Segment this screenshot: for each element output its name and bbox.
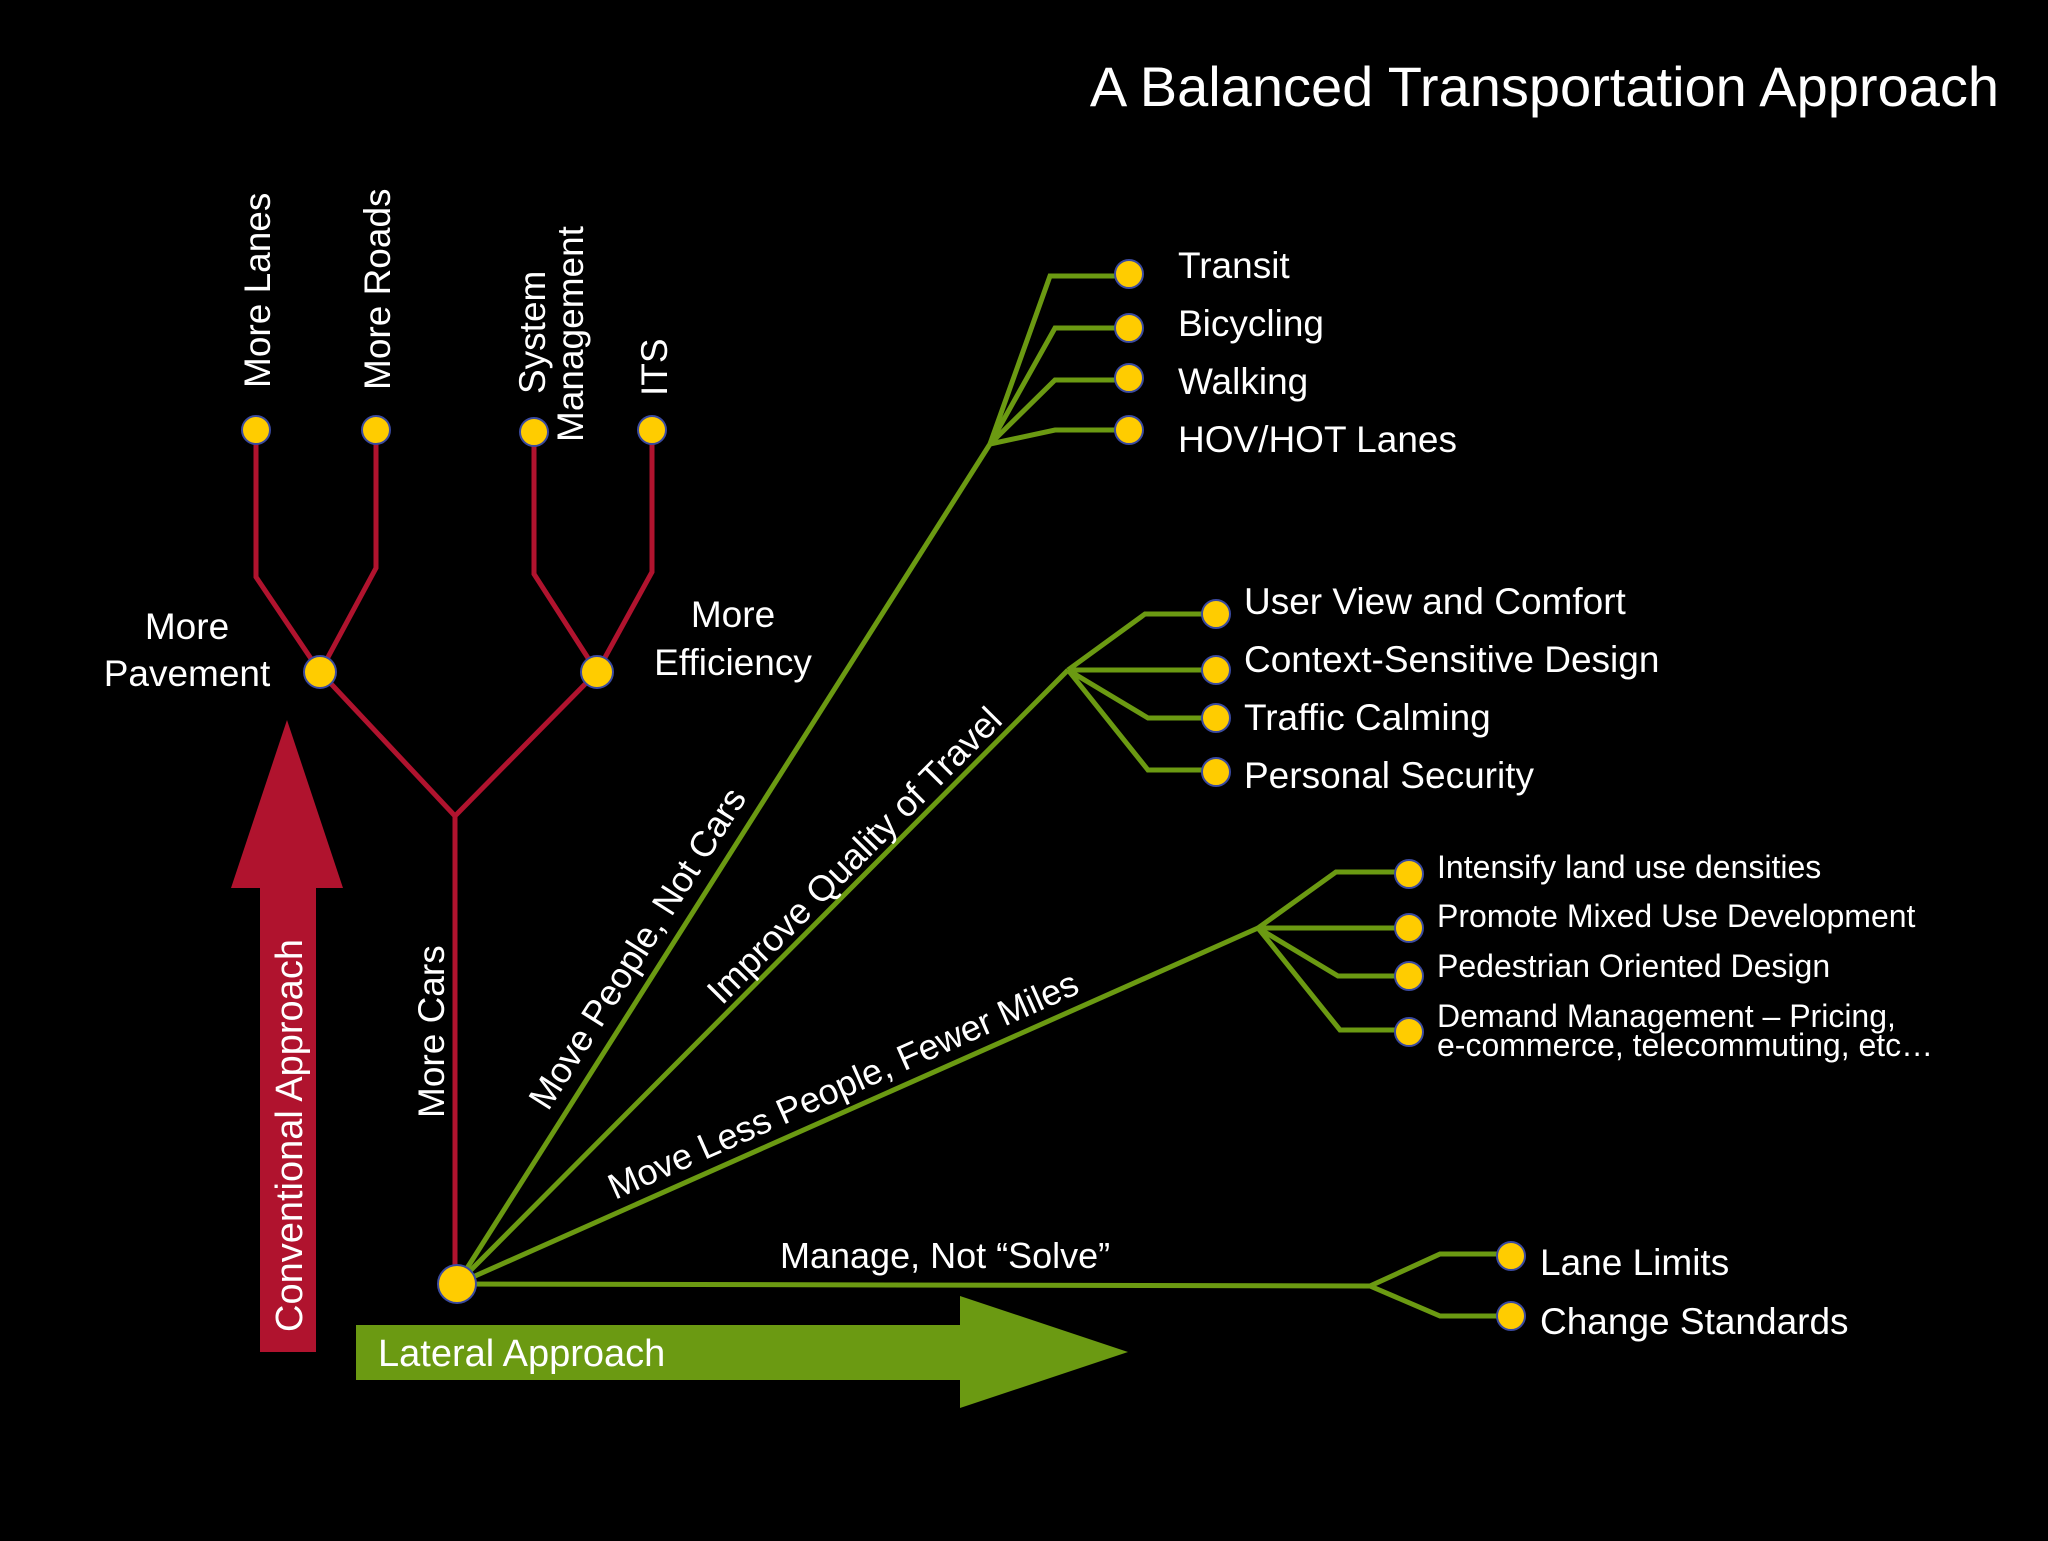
more-roads-branch (317, 430, 379, 674)
more-efficiency-label-line1: More (691, 594, 775, 635)
more-roads-node (361, 415, 391, 445)
traffic-calming-label: Traffic Calming (1244, 697, 1491, 738)
more-lanes-node (241, 415, 271, 445)
demand-management-node (1394, 1017, 1424, 1047)
bicycling-node (1114, 313, 1144, 343)
conventional-arrow (231, 720, 343, 1352)
mixed-use-node (1394, 913, 1424, 943)
demand-management-label: Demand Management – Pricing, (1437, 998, 1896, 1034)
move-less-branch-label: Move Less People, Fewer Miles (602, 962, 1085, 1207)
conventional-tree (253, 430, 655, 1282)
its-label: ITS (634, 338, 675, 396)
more-roads-label: More Roads (357, 188, 398, 390)
change-standards-label: Change Standards (1540, 1301, 1849, 1342)
pavement-branch (318, 670, 457, 818)
mixed-use-label: Promote Mixed Use Development (1437, 898, 1916, 934)
demand-management-label-line2: e-commerce, telecommuting, etc… (1437, 1027, 1933, 1063)
context-sensitive-label: Context-Sensitive Design (1244, 639, 1659, 680)
more-lanes-label: More Lanes (237, 193, 278, 388)
hov-hot-lanes-node (1114, 415, 1144, 445)
lane-limits-label: Lane Limits (1540, 1242, 1729, 1283)
efficiency-branch (453, 670, 599, 818)
hov-hot-lanes-label: HOV/HOT Lanes (1178, 419, 1457, 460)
move-people-branch-label: Move People, Not Cars (520, 780, 754, 1116)
move-less-branch-line (455, 925, 1260, 1287)
system-label: System (512, 271, 553, 394)
user-view-node (1201, 599, 1231, 629)
more-cars-label: More Cars (411, 945, 452, 1118)
user-view-label: User View and Comfort (1244, 581, 1627, 622)
traffic-calming-node (1201, 703, 1231, 733)
pedestrian-design-node (1394, 961, 1424, 991)
quality-travel-branch-line (455, 668, 1070, 1286)
more-pavement-label-line1: More (145, 606, 229, 647)
management-label: Management (550, 225, 591, 442)
personal-security-label: Personal Security (1244, 755, 1534, 796)
intensify-land-use-node (1394, 859, 1424, 889)
system-management-node (519, 417, 549, 447)
bicycling-label: Bicycling (1178, 303, 1324, 344)
system-management-branch (531, 432, 600, 674)
lateral-tree (454, 273, 1510, 1319)
personal-security-node (1201, 757, 1231, 787)
intensify-land-use-label: Intensify land use densities (1437, 849, 1821, 885)
context-sensitive-node (1201, 655, 1231, 685)
conventional-approach-label: Conventional Approach (269, 939, 311, 1332)
its-node (637, 415, 667, 445)
more-efficiency-label-line2: Efficiency (654, 642, 812, 683)
manage-branch-line (456, 1281, 1371, 1289)
its-branch (594, 430, 655, 674)
lateral-approach-label: Lateral Approach (378, 1333, 665, 1375)
lane-limits-node (1496, 1241, 1526, 1271)
transit-node (1114, 259, 1144, 289)
quality-travel-branch-label: Improve Quality of Travel (699, 699, 1010, 1012)
move-people-branch-line (454, 442, 993, 1286)
pedestrian-design-label: Pedestrian Oriented Design (1437, 948, 1830, 984)
diagram-title: A Balanced Transportation Approach (1090, 55, 1999, 118)
change-standards-node (1496, 1301, 1526, 1331)
more-lanes-branch (253, 430, 323, 674)
more-pavement-label-line2: Pavement (104, 653, 271, 694)
lateral-arrow (356, 1296, 1128, 1408)
walking-node (1114, 363, 1144, 393)
transit-label: Transit (1178, 245, 1290, 286)
more-efficiency-node (580, 655, 614, 689)
manage-branch-label: Manage, Not “Solve” (780, 1235, 1110, 1276)
walking-label: Walking (1178, 361, 1308, 402)
root-node (437, 1264, 477, 1304)
more-pavement-node (303, 655, 337, 689)
